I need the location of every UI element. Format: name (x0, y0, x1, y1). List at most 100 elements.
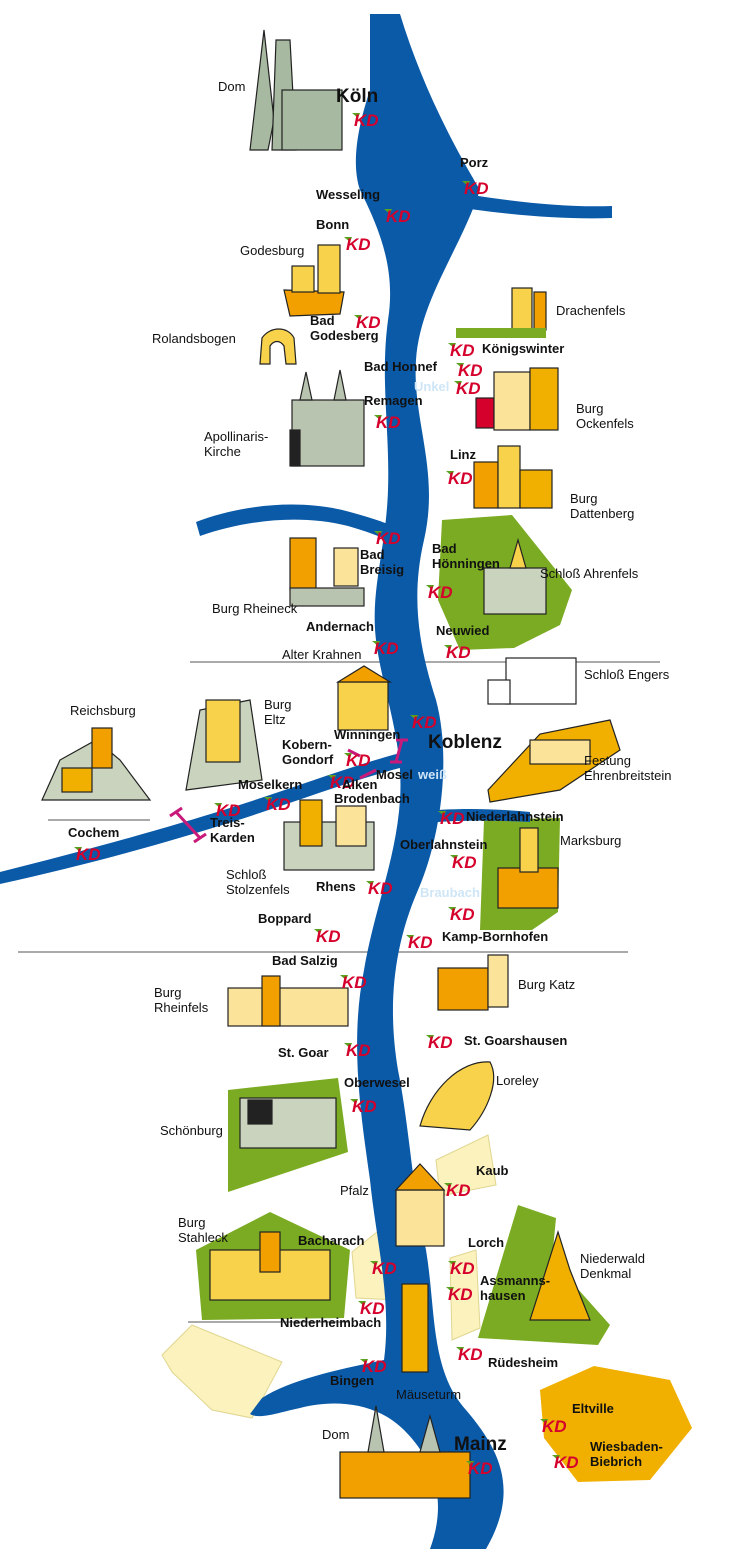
label-wiesbaden: Wiesbaden-Biebrich (590, 1439, 663, 1469)
label-maeuseturm: Mäuseturm (396, 1387, 462, 1402)
rhine-river (250, 14, 504, 1549)
castle-illustrations (41, 29, 621, 1499)
svg-text:KD: KD (464, 179, 489, 196)
label-rhens: Rhens (316, 879, 356, 894)
kd-logo-icon: KD (448, 905, 475, 922)
label-alter-krahnen: Alter Krahnen (282, 647, 362, 662)
label-bad-hoenningen: Bad Hönningen (432, 541, 500, 571)
label-linz: Linz (450, 447, 476, 462)
kd-logo-icon: KD (454, 379, 481, 396)
label-niederlahnstein: Niederlahnstein (466, 809, 564, 824)
kd-logo-icon: KD (444, 1181, 471, 1198)
label-brodenbach: Brodenbach (334, 791, 410, 806)
kd-logo-icon: KD (370, 1259, 397, 1276)
svg-text:KD: KD (362, 1357, 387, 1374)
vineyard-area (449, 1249, 481, 1341)
label-bad-salzig: Bad Salzig (272, 953, 338, 968)
niederwald-drawing (529, 1230, 591, 1321)
svg-text:KD: KD (216, 801, 241, 818)
label-drachenfels: Drachenfels (556, 303, 626, 318)
kd-logo-icon: KD (540, 1417, 567, 1434)
kd-logo-icon: KD (74, 845, 101, 862)
kd-logo-icon: KD (456, 361, 483, 378)
kd-logo-icon: KD (350, 1097, 377, 1114)
svg-text:KD: KD (368, 879, 393, 896)
svg-text:KD: KD (428, 583, 453, 600)
label-unkel: Unkel (414, 379, 450, 394)
label-oberlahnstein: Oberlahnstein (400, 837, 488, 852)
label-loreley: Loreley (496, 1073, 539, 1088)
kd-logo-icon: KD (444, 643, 471, 660)
svg-text:KD: KD (446, 643, 471, 660)
svg-text:KD: KD (346, 235, 371, 252)
label-burg-rheinfels: Burg Rheinfels (154, 985, 209, 1015)
kd-logo-icon: KD (374, 529, 401, 546)
orange-area (540, 1366, 692, 1482)
svg-text:KD: KD (266, 795, 291, 812)
svg-text:KD: KD (458, 361, 483, 378)
apollinaris-drawing (289, 369, 365, 467)
svg-text:KD: KD (376, 413, 401, 430)
label-festung: Festung Ehrenbreitstein (584, 753, 672, 783)
svg-text:KD: KD (542, 1417, 567, 1434)
label-weiss: weiß (418, 767, 447, 782)
label-koeln: Köln (336, 86, 379, 107)
reichsburg-drawing (41, 727, 152, 801)
label-wesseling: Wesseling (316, 187, 381, 202)
dom-koeln-drawing (249, 29, 343, 151)
svg-text:KD: KD (372, 1259, 397, 1276)
marksburg-drawing (497, 827, 559, 909)
label-kaub: Kaub (476, 1163, 509, 1178)
svg-text:KD: KD (374, 639, 399, 656)
rolandsbogen-drawing (259, 328, 297, 365)
label-winningen: Winningen (334, 727, 401, 742)
label-bad-honnef: Bad Honnef (364, 359, 437, 374)
kd-logo-icon: KD (314, 927, 341, 944)
label-andernach: Andernach (306, 619, 374, 634)
label-bacharach: Bacharach (298, 1233, 365, 1248)
label-st-goarshausen: St. Goarshausen (464, 1033, 568, 1048)
svg-text:KD: KD (458, 1345, 483, 1362)
label-burg-eltz: Burg Eltz (264, 697, 292, 727)
kd-logo-icon: KD (344, 235, 371, 252)
kd-logo-icon: KD (466, 1459, 493, 1476)
kd-logo-icon: KD (354, 313, 381, 330)
kd-logo-icon: KD (360, 1357, 387, 1374)
label-cochem: Cochem (68, 825, 120, 840)
svg-text:KD: KD (412, 713, 437, 730)
svg-text:KD: KD (76, 845, 101, 862)
mosel-river (0, 748, 424, 884)
label-godesburg: Godesburg (240, 243, 305, 258)
kd-logo-icon: KD (462, 179, 489, 196)
burg-eltz-drawing (185, 699, 263, 791)
ferry-route-icon (169, 738, 408, 844)
label-reichsburg: Reichsburg (70, 703, 136, 718)
burg-rheineck-drawing (289, 537, 365, 607)
label-bad-godesberg: Bad Godesberg (310, 313, 379, 343)
svg-text:KD: KD (352, 1097, 377, 1114)
schoenburg-drawing (239, 1097, 337, 1149)
kd-logo-icon: KD (366, 879, 393, 896)
kd-logo-icon: KD (410, 713, 437, 730)
label-schloss-ahrenfels: Schloß Ahrenfels (540, 566, 639, 581)
label-marksburg: Marksburg (560, 833, 622, 848)
kd-logo-icon: KD (438, 809, 465, 826)
svg-text:KD: KD (330, 773, 355, 790)
burg-ockenfels-drawing (475, 367, 559, 431)
svg-text:KD: KD (428, 1033, 453, 1050)
label-kamp-bornhofen: Kamp-Bornhofen (442, 929, 549, 944)
svg-text:KD: KD (448, 469, 473, 486)
svg-text:KD: KD (346, 751, 371, 768)
drachenfels-drawing (456, 287, 547, 338)
svg-text:KD: KD (386, 207, 411, 224)
label-eltville: Eltville (572, 1401, 614, 1416)
kd-logo-icon: KD (214, 801, 241, 818)
label-apollinaris: Apollinaris-Kirche (204, 429, 269, 459)
label-koenigswinter: Königswinter (482, 341, 565, 356)
loreley-drawing (419, 1061, 495, 1131)
label-dom-mainz: Dom (322, 1427, 350, 1442)
kd-logo-icon: KD (358, 1299, 385, 1316)
sieg-river (436, 190, 612, 219)
